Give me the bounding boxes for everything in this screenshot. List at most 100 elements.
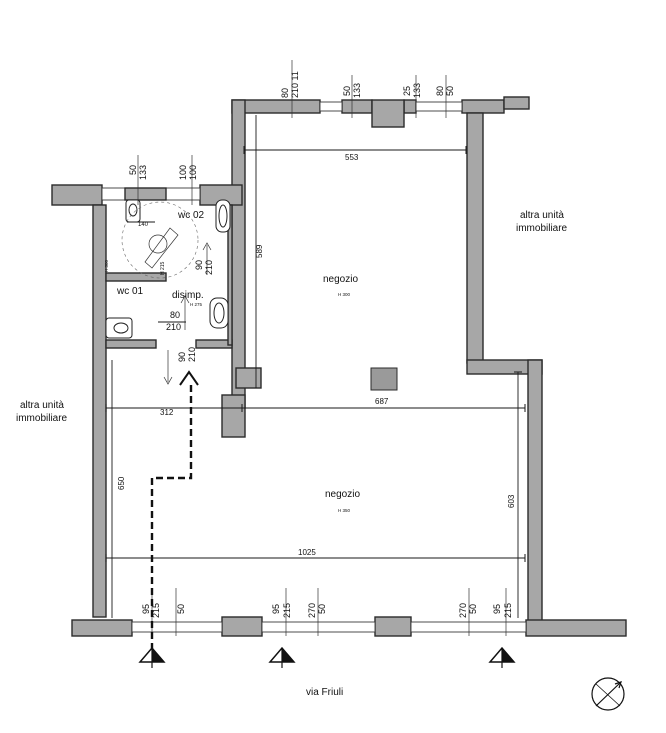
- wall-bath-top-mid: [124, 187, 167, 201]
- neighbor-right-line1: altra unità: [520, 210, 564, 221]
- bottom-opening-4-a: 95: [492, 604, 502, 614]
- entrance-markers: [138, 646, 516, 668]
- top-opening-1-w: 80: [280, 88, 290, 98]
- dim-mid-width-left: 312: [160, 408, 174, 417]
- bottom-opening-2-a: 95: [271, 604, 281, 614]
- room-name-wc-02: wc 02: [177, 210, 205, 221]
- top-opening-2-w: 50: [342, 86, 352, 96]
- wheelchair-icon: [144, 227, 179, 269]
- bottom-opening-2-b: 215: [282, 603, 292, 618]
- dim-wc02-wall-height: H 215: [160, 261, 166, 275]
- door-2-w: 80: [170, 310, 180, 320]
- room-name-negozio-lower: negozio: [325, 489, 360, 500]
- entrance-arrow-icon: [179, 370, 199, 386]
- room-height-disimp: H 275: [190, 302, 203, 307]
- wall-bottom-left: [71, 619, 133, 637]
- fixtures: [105, 199, 231, 386]
- wc-opening-1-w: 50: [128, 165, 138, 175]
- top-opening-4-h: 50: [445, 86, 455, 96]
- wall-top-mid-a: [341, 99, 373, 114]
- top-opening-4-w: 80: [435, 86, 445, 96]
- wall-top-right: [461, 99, 505, 114]
- room-height-negozio-lower: H 350: [338, 508, 351, 513]
- bottom-opening-1-c: 50: [176, 604, 186, 614]
- door-1-w: 90: [194, 260, 204, 270]
- door-arrow-icon-3: [163, 350, 173, 385]
- wc-opening-1-h: 133: [138, 165, 148, 180]
- compass-icon: [591, 677, 625, 711]
- wall-upper-jamb: [235, 367, 262, 389]
- room-name-wc-01: wc 01: [116, 286, 144, 297]
- door-2-h: 210: [166, 322, 181, 332]
- room-labels: negozio H 300 negozio H 350 wc 02 wc 01 …: [104, 210, 360, 513]
- room-height-negozio-upper: H 300: [338, 292, 351, 297]
- top-opening-1-h: 210 11: [290, 71, 300, 98]
- wc02-toilet-bowl: [128, 203, 138, 217]
- wall-top-pillar: [371, 99, 405, 128]
- wall-bath-top-left: [51, 184, 103, 206]
- wc02-turning-circle: [121, 201, 199, 279]
- top-window-2: [415, 101, 463, 112]
- dim-lower-depth-right: 603: [507, 494, 516, 508]
- wall-neighbor-top: [503, 96, 530, 110]
- door-1-h: 210: [204, 260, 214, 275]
- wall-top-mid-b: [403, 99, 417, 114]
- wall-right-lower: [527, 359, 543, 623]
- wc01-toilet-bowl: [113, 322, 129, 334]
- door-3-w: 90: [177, 352, 187, 362]
- room-height-wc-02: H 300: [104, 259, 109, 272]
- wall-wc01-bottom: [105, 339, 157, 349]
- wall-right-upper: [466, 112, 484, 364]
- wall-disimp-bottom: [195, 339, 233, 349]
- dim-lower-width: 1025: [298, 548, 316, 557]
- dim-mid-width-right: 687: [375, 397, 389, 406]
- wall-bottom-pillar-1: [221, 616, 263, 637]
- neighbor-right-line2: immobiliare: [516, 223, 568, 234]
- wall-upper-left: [231, 99, 246, 409]
- wall-wc-divider: [105, 272, 167, 282]
- top-opening-2-h: 133: [352, 83, 362, 98]
- bottom-opening-3-a: 270: [458, 603, 468, 618]
- bottom-opening-4-b: 215: [503, 603, 513, 618]
- wc-opening-2-w: 100: [178, 165, 188, 180]
- room-name-disimp: disimp.: [172, 290, 204, 301]
- dim-lower-depth-left: 650: [117, 476, 126, 490]
- wall-upper-left-foot: [221, 394, 246, 438]
- bottom-opening-1-a: 95: [141, 604, 151, 614]
- wheelchair-wheel-icon: [148, 234, 168, 254]
- dimension-lines: [105, 60, 526, 636]
- wall-bottom-pillar-2: [374, 616, 412, 637]
- shop-window-2: [261, 621, 376, 633]
- dim-upper-width: 553: [345, 153, 359, 162]
- bath-window-2: [165, 187, 201, 201]
- door-3-h: 210: [187, 347, 197, 362]
- door-arrow-icon-2: [180, 295, 190, 330]
- context-labels: altra unità immobiliare altra unità immo…: [16, 210, 568, 698]
- walls: [51, 96, 627, 637]
- bath-window-1: [101, 187, 126, 201]
- street-name: via Friuli: [306, 687, 343, 698]
- dim-upper-depth: 589: [255, 244, 264, 258]
- bottom-opening-3-b: 50: [468, 604, 478, 614]
- bottom-opening-1-b: 215: [151, 603, 161, 618]
- neighbor-left-line2: immobiliare: [16, 413, 68, 424]
- top-opening-3-h: 133: [412, 83, 422, 98]
- access-route: [150, 385, 193, 650]
- dim-wc02-width: 140: [138, 222, 149, 228]
- room-name-negozio-upper: negozio: [323, 274, 358, 285]
- top-window-1: [319, 101, 343, 112]
- neighbor-left-line1: altra unità: [20, 400, 64, 411]
- bottom-opening-2-d: 50: [317, 604, 327, 614]
- door-arrow-icon: [202, 242, 212, 275]
- disimp-sink-basin: [213, 302, 225, 324]
- shop-window-1: [131, 621, 223, 633]
- wc-opening-2-h: 100: [188, 165, 198, 180]
- column-pillar: [370, 367, 398, 391]
- dimension-labels: 553 589 312 687 1025 650 603 140 H 215 8…: [117, 71, 516, 618]
- wc02-sink-basin: [218, 204, 228, 228]
- wall-bottom-right: [525, 619, 627, 637]
- bottom-opening-2-c: 270: [307, 603, 317, 618]
- shop-window-3: [410, 621, 527, 633]
- top-opening-3-w: 25: [402, 86, 412, 96]
